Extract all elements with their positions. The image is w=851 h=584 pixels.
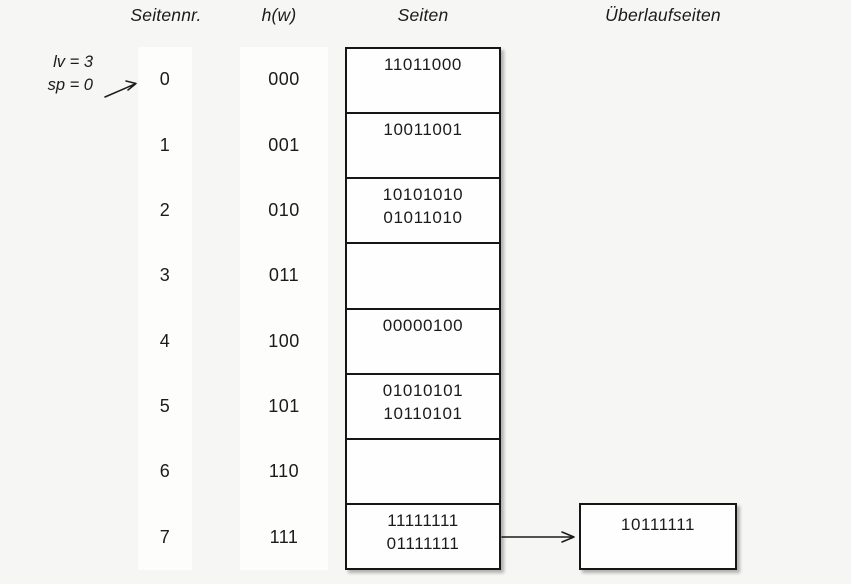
page-number: 7	[159, 526, 171, 547]
page-bucket: 01010101 10110101	[347, 372, 499, 438]
overflow-page: 10111111	[579, 503, 737, 570]
stored-key: 00000100	[382, 315, 464, 335]
page-bucket: 10101010 01011010	[347, 177, 499, 242]
page-number: 2	[159, 199, 171, 220]
seitennr-column: 0 1 2 3 4 5 6 7	[138, 47, 192, 570]
stored-key: 10101010	[382, 185, 464, 205]
page-bucket	[347, 242, 499, 307]
page-number: 5	[159, 396, 171, 417]
page-bucket	[347, 437, 499, 503]
hash-value: 100	[268, 330, 300, 351]
stored-key: 01011010	[383, 208, 463, 228]
stored-key: 10110101	[383, 403, 463, 423]
hash-value: 001	[268, 134, 300, 155]
hash-value: 010	[268, 199, 300, 220]
pages-table: 11011000 10011001 10101010 01011010 00000100…	[345, 47, 501, 570]
column-header-seiten: Seiten	[397, 5, 449, 25]
stored-key: 01111111	[386, 533, 460, 553]
column-header-seitennr: Seitennr.	[130, 5, 202, 25]
split-pointer-arrow-icon	[104, 80, 137, 98]
level-label: lv = 3	[53, 53, 93, 71]
hash-value: 101	[268, 396, 300, 417]
hash-value: 011	[268, 265, 300, 286]
column-header-hw: h(w)	[261, 5, 297, 25]
stored-key: 01010101	[382, 380, 464, 400]
state-labels: lv = 3 sp = 0	[16, 51, 93, 97]
page-bucket: 11011000	[347, 49, 499, 112]
page-number: 0	[159, 69, 171, 90]
stored-key: 11111111	[387, 510, 459, 530]
column-header-ueberlaufseiten: Überlaufseiten	[605, 5, 721, 25]
page-number: 4	[159, 330, 171, 351]
split-pointer-label: sp = 0	[47, 76, 93, 94]
hash-value: 111	[269, 526, 299, 547]
hash-value: 110	[268, 461, 300, 482]
overflow-arrow-icon	[501, 531, 575, 543]
stored-key: 11011000	[384, 55, 462, 74]
hash-value: 000	[268, 69, 300, 90]
page-bucket: 00000100	[347, 307, 499, 373]
page-number: 1	[159, 134, 171, 155]
page-number: 6	[159, 461, 171, 482]
page-bucket: 11111111 01111111	[347, 502, 499, 568]
page-number: 3	[159, 265, 171, 286]
stored-key: 10011001	[383, 120, 463, 140]
page-bucket: 10011001	[347, 112, 499, 177]
hw-column: 000 001 010 011 100 101 110 111	[240, 47, 328, 570]
overflow-key: 10111111	[620, 515, 696, 534]
